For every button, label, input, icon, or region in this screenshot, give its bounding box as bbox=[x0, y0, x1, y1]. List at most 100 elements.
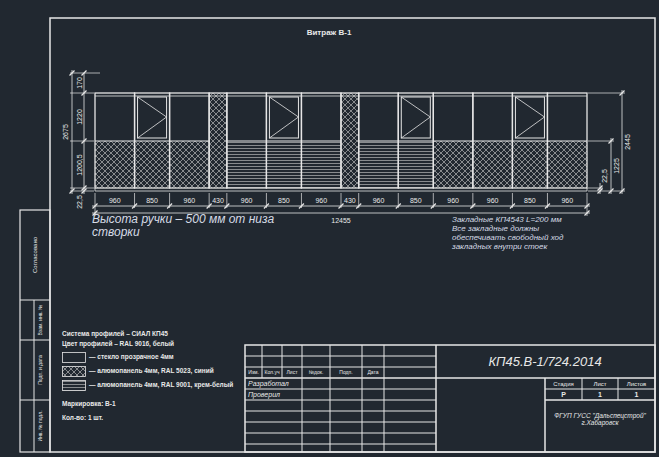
bay bbox=[433, 93, 473, 188]
title-row-line bbox=[245, 411, 436, 412]
title-header: Подп. bbox=[339, 370, 352, 376]
sash-frame bbox=[401, 97, 430, 138]
legend-swatch-rect bbox=[63, 366, 86, 376]
side-strip bbox=[20, 210, 50, 452]
opening-symbol bbox=[401, 97, 430, 138]
dimension-value: 960 bbox=[109, 197, 121, 205]
transom-line bbox=[266, 141, 301, 142]
bay-frame bbox=[512, 93, 547, 188]
bay-frame bbox=[170, 93, 210, 188]
bay bbox=[301, 93, 341, 188]
transom-line bbox=[433, 141, 473, 142]
dimension-line bbox=[611, 138, 612, 194]
dimension-line bbox=[622, 90, 623, 194]
bay bbox=[135, 93, 170, 188]
bay-frame bbox=[227, 93, 267, 188]
panel-lower bbox=[433, 141, 473, 188]
title-col-line bbox=[435, 345, 437, 452]
note-text: Все закладные должны обеспечивать свобод… bbox=[452, 225, 577, 251]
sill-line bbox=[95, 188, 96, 191]
dimension-tick bbox=[620, 189, 625, 194]
title-block bbox=[245, 345, 655, 452]
legend-text: — стекло прозрачное 4мм bbox=[89, 353, 174, 360]
dimension-tick bbox=[70, 189, 75, 194]
panel-lower bbox=[135, 141, 170, 188]
dimension-tick bbox=[70, 71, 75, 76]
extension-line bbox=[588, 191, 625, 192]
transom-line bbox=[547, 141, 587, 142]
title-row-line bbox=[245, 367, 436, 368]
bay bbox=[266, 93, 301, 188]
legend-swatch-rect bbox=[63, 380, 86, 390]
bay-frame bbox=[135, 93, 170, 188]
dimension-value: 2445 bbox=[624, 134, 632, 150]
dimension-tick bbox=[82, 71, 87, 76]
bay-frame bbox=[266, 93, 301, 188]
panel-crosshatch bbox=[341, 93, 359, 188]
bay bbox=[341, 93, 359, 188]
title-header: Лист bbox=[593, 380, 606, 387]
title-col-line bbox=[618, 378, 619, 400]
strip-text: Подп. и дата bbox=[38, 355, 44, 384]
dimension-value: 960 bbox=[184, 197, 196, 205]
title-col-line bbox=[362, 345, 363, 452]
drawing-code: КП45.В-1/724.2014 bbox=[488, 354, 601, 368]
panel-lower bbox=[473, 141, 513, 188]
bay bbox=[473, 93, 513, 188]
drawing-title: Витраж В-1 bbox=[307, 29, 352, 38]
strip-line bbox=[20, 340, 50, 341]
sill-line bbox=[587, 188, 588, 191]
dimension-value: 960 bbox=[315, 197, 327, 205]
title-role: Проверил bbox=[248, 391, 280, 399]
extension-line bbox=[70, 188, 94, 189]
panel-crosshatch bbox=[209, 93, 227, 188]
panel-lower bbox=[547, 141, 587, 188]
bay bbox=[170, 93, 210, 188]
title-value: 1 bbox=[635, 391, 639, 399]
legend-text: — алюмопанель 4мм, RAL 9001, крем-белый bbox=[89, 381, 233, 388]
dimension-tick bbox=[82, 91, 87, 96]
transom-line bbox=[135, 141, 170, 142]
bay-frame bbox=[473, 93, 513, 188]
dimension-tick bbox=[82, 189, 87, 194]
spec-text: Кол-во: 1 шт. bbox=[62, 414, 103, 421]
title-col-line bbox=[384, 345, 385, 452]
strip-text: Согласовано bbox=[32, 237, 39, 273]
bay bbox=[209, 93, 227, 188]
title-col-line bbox=[330, 345, 331, 452]
panel-lower bbox=[170, 141, 210, 188]
title-header: Кол.уч bbox=[265, 370, 280, 376]
sill-line bbox=[95, 191, 587, 192]
strip-text: Инв. № подл. bbox=[38, 410, 44, 441]
title-row-line bbox=[245, 389, 436, 390]
frame-inner-line bbox=[95, 96, 587, 97]
dimension-value: 850 bbox=[410, 197, 422, 205]
bay-frame bbox=[301, 93, 341, 188]
dimension-value: 430 bbox=[344, 197, 356, 205]
spec-text: Система профилей – СИАЛ КП45 bbox=[62, 330, 168, 337]
bay-frame bbox=[359, 93, 399, 188]
dimension-value: 960 bbox=[447, 197, 459, 205]
panel-lower bbox=[398, 141, 433, 188]
dimension-value: 22,5 bbox=[601, 169, 609, 183]
title-header: Дата bbox=[367, 370, 378, 376]
dimension-value: 850 bbox=[146, 197, 158, 205]
title-col-line bbox=[582, 378, 583, 400]
transom-line bbox=[301, 141, 341, 142]
title-row-line bbox=[545, 399, 655, 401]
title-header: Листов bbox=[627, 380, 647, 387]
dimensions bbox=[70, 70, 626, 216]
strip-line bbox=[20, 400, 50, 401]
dimension-value: 850 bbox=[524, 197, 536, 205]
dimension-value: 1200,5 bbox=[76, 154, 84, 175]
bay bbox=[512, 93, 547, 188]
dimension-tick bbox=[620, 91, 625, 96]
panel-lower bbox=[266, 141, 301, 188]
dimension-value: 430 bbox=[212, 197, 224, 205]
strip-line bbox=[20, 300, 50, 301]
title-header: Лист bbox=[287, 370, 298, 376]
opening-symbol bbox=[515, 97, 544, 138]
dimension-value: 12455 bbox=[331, 217, 350, 225]
title-header: Изм. bbox=[248, 370, 259, 376]
sheet-border bbox=[50, 18, 655, 452]
